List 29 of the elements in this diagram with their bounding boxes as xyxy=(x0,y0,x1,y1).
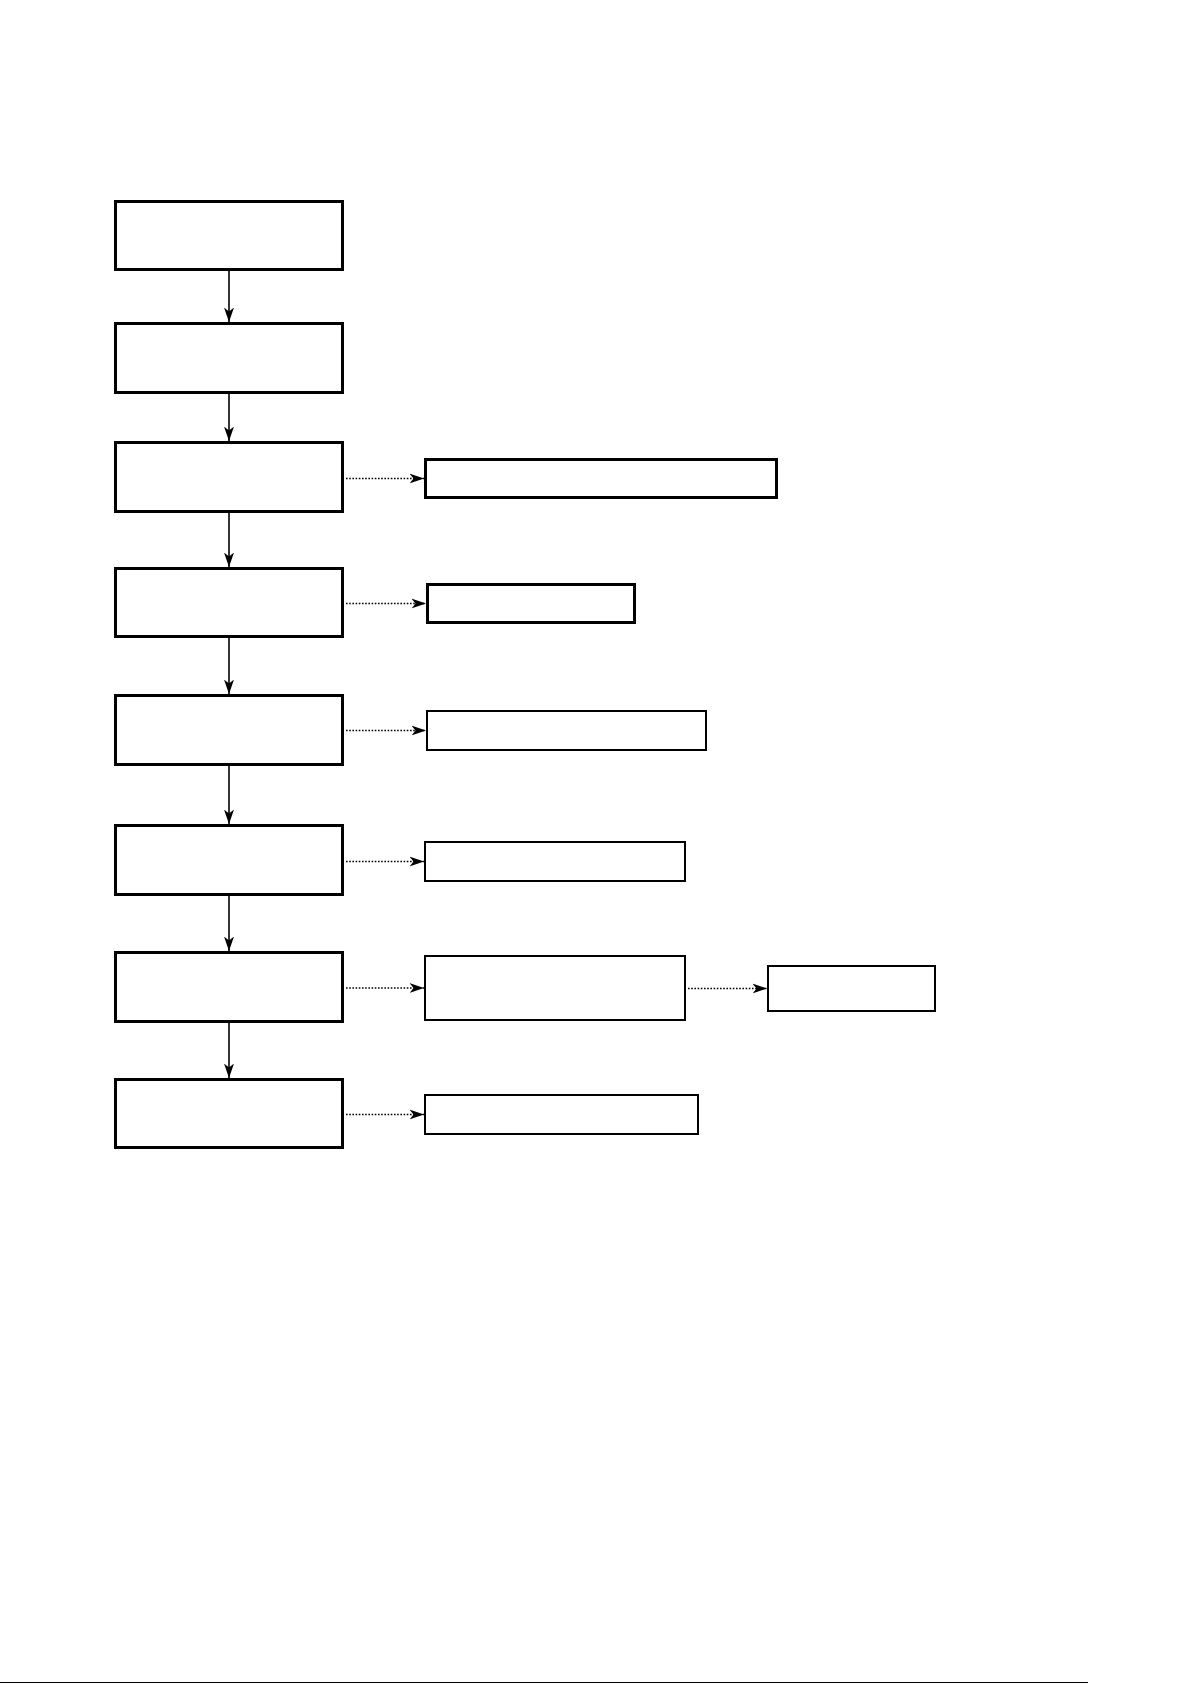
process-box xyxy=(114,441,344,513)
dotted-arrow xyxy=(345,856,425,867)
process-box xyxy=(424,955,686,1021)
process-box xyxy=(114,322,344,394)
process-box xyxy=(114,1078,344,1149)
arrow xyxy=(224,393,234,442)
arrow xyxy=(224,637,234,695)
dotted-arrow xyxy=(345,1109,425,1120)
process-box xyxy=(114,200,344,271)
process-box xyxy=(114,567,344,638)
process-box xyxy=(426,710,707,751)
process-box xyxy=(426,583,636,624)
process-box xyxy=(114,694,344,766)
arrow xyxy=(224,765,234,825)
arrow xyxy=(224,270,234,323)
process-box xyxy=(114,824,344,896)
dotted-arrow xyxy=(345,983,425,993)
arrow xyxy=(224,1022,234,1079)
arrow xyxy=(224,512,234,568)
process-box xyxy=(424,458,778,499)
process-box xyxy=(767,965,936,1012)
arrow xyxy=(224,895,234,952)
dotted-arrow xyxy=(687,983,768,994)
dotted-arrow xyxy=(345,473,425,484)
dotted-arrow xyxy=(345,598,427,609)
process-box xyxy=(114,951,344,1023)
process-box xyxy=(424,841,686,882)
process-box xyxy=(424,1094,699,1135)
dotted-arrow xyxy=(345,725,427,736)
